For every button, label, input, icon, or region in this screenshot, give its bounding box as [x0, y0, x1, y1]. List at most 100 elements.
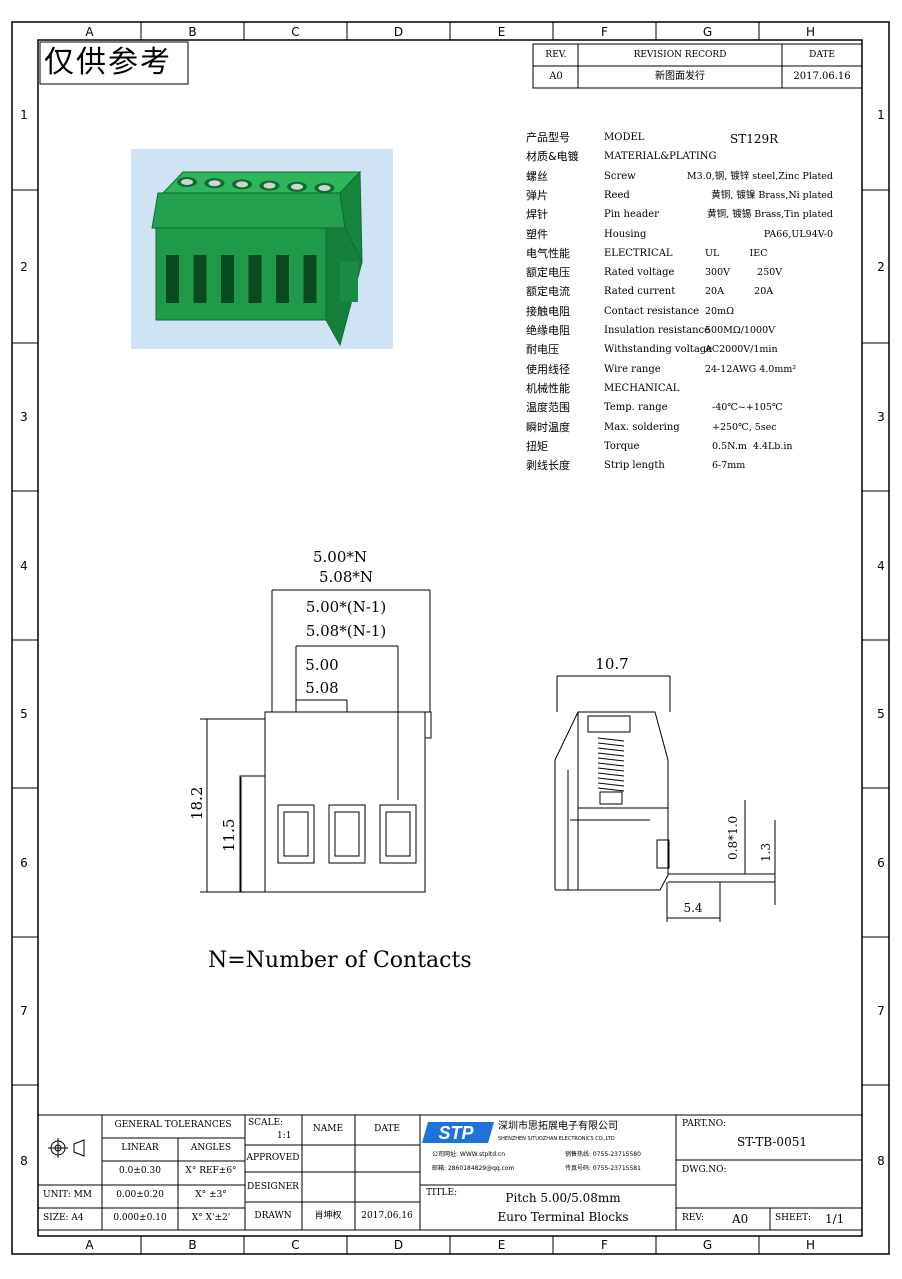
drawing-title-line-1: Pitch 5.00/5.08mm	[505, 1191, 621, 1205]
dim-width-10-7: 10.7	[595, 655, 629, 673]
spec-label-en: Temp. range	[604, 402, 668, 414]
border-row-4-right: 4	[877, 558, 885, 573]
border-row-2-right: 2	[877, 259, 885, 274]
spec-label-en: Max. soldering	[604, 421, 680, 433]
border-col-c-bottom: C	[291, 1238, 300, 1252]
border-col-e-top: E	[497, 25, 506, 39]
border-col-a-bottom: A	[85, 1238, 94, 1252]
dim-1-3: 1.3	[759, 842, 773, 862]
spec-label-cn: 弹片	[526, 188, 548, 202]
spec-value: 黄铜, 镀锡 Brass,Tin plated	[707, 209, 833, 221]
spec-value: 6-7mm	[712, 460, 746, 472]
company-email: 邮箱: 2860184829@qq.com	[432, 1165, 515, 1172]
spec-label-en: MECHANICAL	[604, 382, 680, 394]
sales-hotline: 销售热线: 0755-23715580	[565, 1151, 641, 1158]
rev-number: A0	[732, 1212, 749, 1226]
date-column-header: DATE	[374, 1124, 400, 1134]
linear-label: LINEAR	[121, 1143, 159, 1153]
dim-pitch-5-08: 5.08	[305, 679, 339, 697]
spec-label-en: Withstanding voltage	[604, 344, 713, 356]
border-row-8-left: 8	[20, 1153, 28, 1168]
designer-label: DESIGNER	[247, 1182, 299, 1192]
spec-value: 20mΩ	[705, 305, 734, 317]
dim-5-08-n: 5.08*N	[318, 568, 374, 586]
dwg-no-label: DWG.NO:	[682, 1165, 727, 1175]
spec-label-cn: 螺丝	[526, 169, 548, 183]
spec-value: PA66,UL94V-0	[763, 228, 833, 240]
spec-label-en: ELECTRICAL	[604, 247, 673, 259]
spec-label-en: Housing	[604, 228, 647, 240]
border-grid-ticks	[12, 22, 889, 1254]
border-row-1-left: 1	[20, 108, 28, 122]
spec-value: 500MΩ/1000V	[705, 325, 775, 336]
angle-tolerance-2: X° ±3°	[195, 1190, 227, 1200]
border-row-6-right: 6	[877, 855, 885, 870]
border-col-h-top: H	[805, 25, 816, 39]
company-logo: STP	[422, 1122, 494, 1143]
contacts-note: N=Number of Contacts	[208, 948, 472, 973]
scale-value: 1:1	[277, 1131, 292, 1141]
border-col-d-top: D	[393, 25, 404, 39]
size-label: SIZE: A4	[43, 1213, 84, 1223]
spec-label-cn: 绝缘电阻	[526, 324, 570, 337]
unit-label: UNIT: MM	[43, 1190, 93, 1200]
spec-label-en: MODEL	[604, 132, 645, 143]
spec-label-cn: 机械性能	[526, 381, 570, 395]
linear-tolerance-1: 0.0±0.30	[119, 1166, 161, 1176]
revision-description: 新图面发行	[655, 71, 705, 82]
revision-record-header: REVISION RECORD	[633, 50, 727, 60]
company-website: 公司网址: WWW.stpltd.cn	[432, 1151, 506, 1158]
revision-date: 2017.06.16	[793, 71, 851, 82]
part-number: ST-TB-0051	[737, 1135, 807, 1149]
spec-label-cn: 材质&电镀	[526, 150, 579, 164]
spec-value: M3.0,钢, 镀锌 steel,Zinc Plated	[686, 170, 833, 182]
dim-5-00-n: 5.00*N	[312, 548, 368, 566]
border-col-a-top: A	[85, 25, 94, 39]
spec-label-cn: 额定电流	[526, 285, 570, 299]
spec-label-cn: 温度范围	[526, 401, 570, 415]
rev-label: REV:	[682, 1213, 704, 1223]
border-row-4-left: 4	[20, 558, 28, 573]
drawn-label: DRAWN	[254, 1211, 292, 1221]
sheet-label: SHEET:	[775, 1213, 811, 1223]
dim-height-18-2: 18.2	[188, 786, 206, 820]
name-header: NAME	[312, 1124, 344, 1134]
spec-label-cn: 扭矩	[526, 439, 548, 453]
spec-value: 20A 20A	[705, 286, 774, 298]
spec-label-en: Strip length	[604, 460, 665, 472]
spec-value: 黄铜, 镀镍 Brass,Ni plated	[711, 189, 833, 201]
border-row-1-right: 1	[877, 108, 885, 122]
border-col-f-bottom: F	[601, 1238, 608, 1252]
border-col-g-bottom: G	[702, 1238, 713, 1252]
spec-label-cn: 塑件	[526, 227, 548, 241]
drawn-name: 肖坤权	[314, 1211, 342, 1221]
spec-label-en: Screw	[604, 170, 636, 182]
revision-table	[532, 43, 863, 89]
border-row-3-left: 3	[20, 410, 28, 424]
stamp-box	[39, 41, 189, 85]
fax-number: 传真号码: 0755-23715581	[565, 1165, 641, 1172]
front-view	[200, 589, 432, 893]
spec-label-en: Insulation resistance	[604, 325, 711, 336]
angle-tolerance-3: X° X'±2'	[191, 1213, 231, 1223]
spec-value: 24-12AWG 4.0mm²	[705, 363, 797, 375]
spec-value: 0.5N.m 4.4Lb.in	[712, 440, 793, 452]
linear-tolerance-2: 0.00±0.20	[116, 1190, 164, 1200]
side-view	[554, 675, 776, 922]
spec-label-en: Torque	[604, 440, 640, 452]
spec-label-cn: 接触电阻	[526, 304, 570, 318]
spec-label-en: Reed	[604, 189, 630, 201]
linear-tolerance-3: 0.000±0.10	[113, 1213, 167, 1223]
border-row-7-right: 7	[877, 1004, 885, 1018]
angles-label: ANGLES	[190, 1143, 232, 1153]
dim-pitch-5-00: 5.00	[305, 656, 339, 674]
border-row-3-right: 3	[877, 410, 885, 424]
spec-label-cn: 焊针	[526, 208, 548, 222]
spec-label-cn: 耐电压	[526, 343, 559, 357]
border-col-g-top: G	[702, 25, 713, 39]
projection-symbol	[48, 1138, 85, 1158]
spec-label-en: Wire range	[604, 363, 661, 375]
spec-value: ST129R	[730, 132, 779, 146]
dim-height-11-5: 11.5	[220, 818, 238, 852]
spec-value: 300V 250V	[705, 267, 783, 279]
